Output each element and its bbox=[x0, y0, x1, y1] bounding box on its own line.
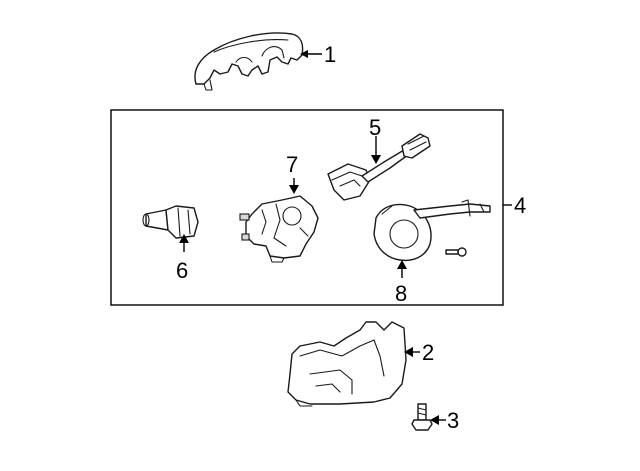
callout-2: 2 bbox=[422, 340, 434, 365]
callout-8: 8 bbox=[395, 281, 407, 306]
callout-4: 4 bbox=[514, 193, 526, 218]
ignition-switch-housing[interactable] bbox=[239, 195, 319, 263]
lower-column-cover[interactable] bbox=[287, 321, 407, 407]
upper-column-cover[interactable] bbox=[194, 32, 304, 91]
lock-cylinder[interactable] bbox=[142, 205, 199, 239]
small-screw[interactable] bbox=[445, 247, 467, 257]
clock-spring[interactable] bbox=[373, 199, 491, 262]
switch-kit-box bbox=[110, 109, 504, 306]
callout-6: 6 bbox=[176, 258, 188, 283]
callout-1: 1 bbox=[324, 42, 336, 67]
callout-7: 7 bbox=[286, 152, 298, 177]
callout-3: 3 bbox=[447, 408, 459, 433]
bolt[interactable] bbox=[411, 403, 433, 431]
callout-5: 5 bbox=[369, 115, 381, 140]
combination-switch[interactable] bbox=[327, 133, 431, 201]
